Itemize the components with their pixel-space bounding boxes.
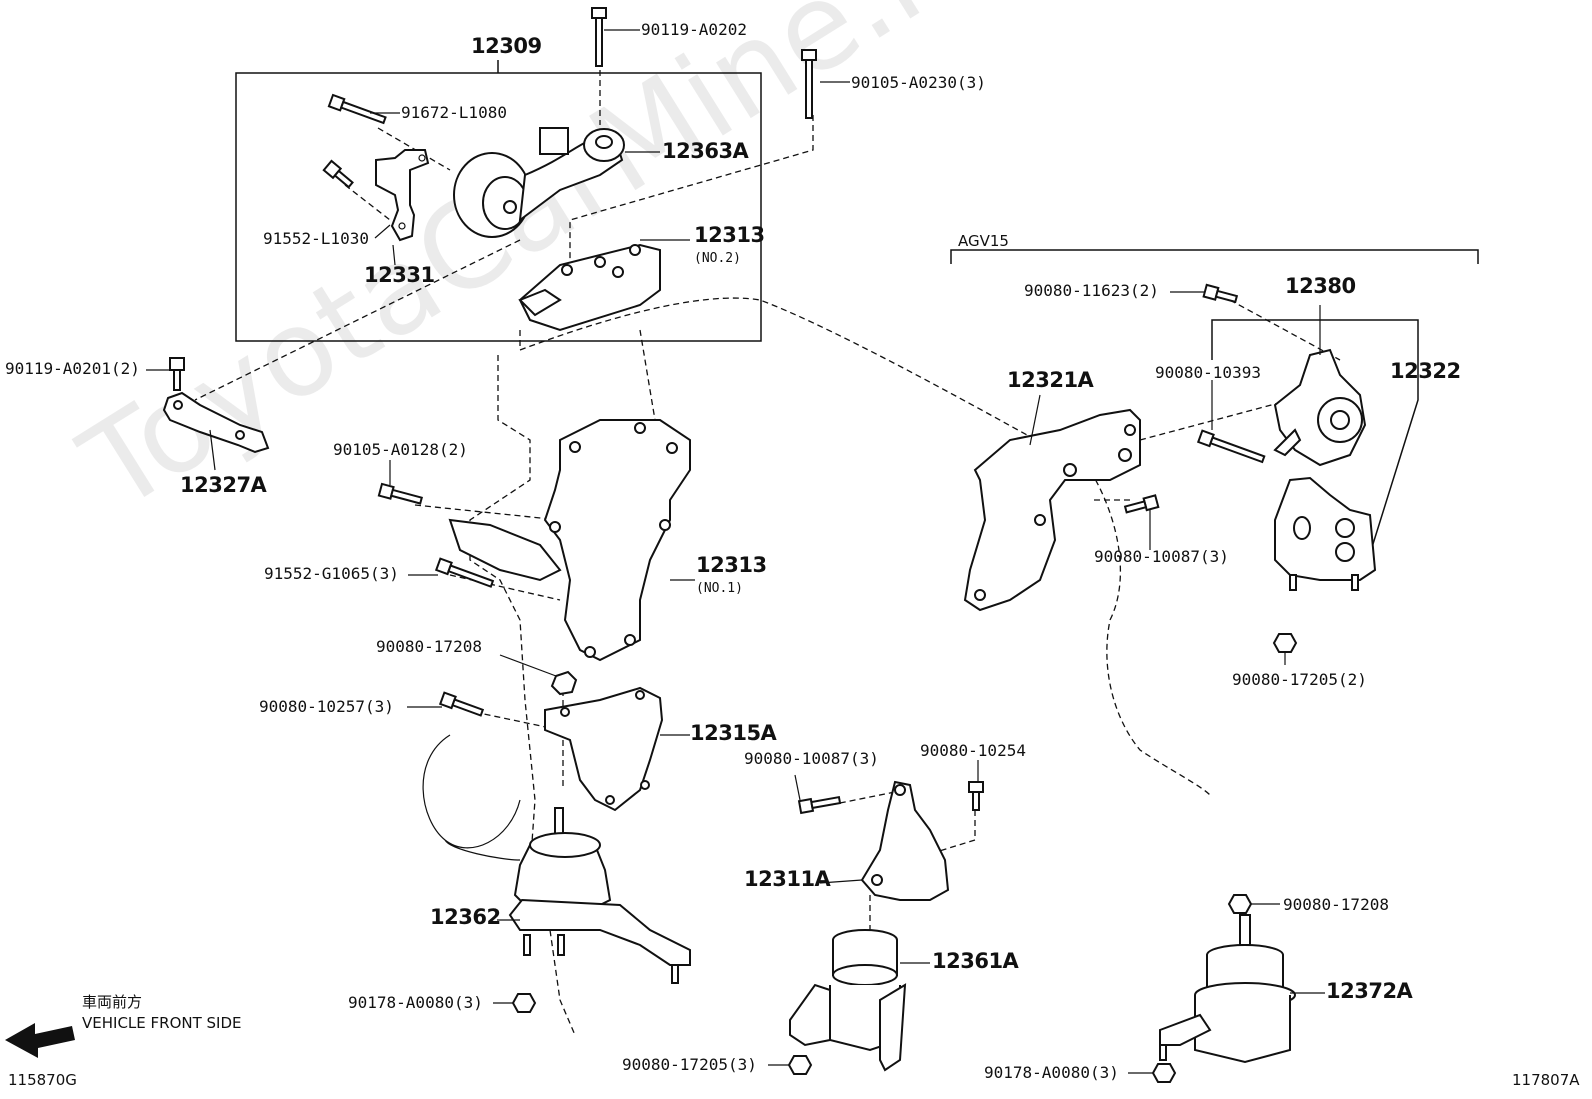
diagram-code-right: 117807A [1512,1071,1580,1089]
bracket-12322 [1274,476,1377,591]
label-12363a[interactable]: 12363A [662,139,749,163]
vehicle-front-arrow [5,1023,75,1058]
nut-90080-17208-a [550,670,578,696]
bracket-12313-no1 [448,419,691,662]
vehicle-front-jp: 車両前方 [82,993,143,1011]
mount-12361a [789,929,907,1072]
label-12322[interactable]: 12322 [1390,359,1461,383]
bolt-90080-11623 [1202,283,1239,304]
label-90080-10087-center[interactable]: 90080-10087(3) [744,749,879,768]
vehicle-front-en: VEHICLE FRONT SIDE [82,1014,242,1032]
agv15-bracket [950,249,1479,264]
bolt-90080-10087-right [1123,494,1160,514]
bracket-12321a [963,408,1141,612]
label-12321a[interactable]: 12321A [1007,368,1094,392]
label-90080-10087-right[interactable]: 90080-10087(3) [1094,547,1229,566]
label-90080-17208-b[interactable]: 90080-17208 [1283,895,1389,914]
bracket-12331 [375,149,430,242]
mount-12362 [508,807,691,984]
label-agv15: AGV15 [958,232,1009,250]
bolt-90080-10393 [1196,429,1266,464]
label-90080-17208-a[interactable]: 90080-17208 [376,637,482,656]
label-91552-l1030[interactable]: 91552-L1030 [263,229,369,248]
label-90178-a0080-left[interactable]: 90178-A0080(3) [348,993,483,1012]
bolt-91672-l1080 [327,93,387,125]
torque-rod-12363a [453,127,625,238]
stay-12327a [162,391,270,454]
label-90080-17205-right[interactable]: 90080-17205(2) [1232,670,1367,689]
nut-90080-17208-b [1227,894,1253,914]
label-12380[interactable]: 12380 [1285,274,1356,298]
label-90080-10257[interactable]: 90080-10257(3) [259,697,394,716]
label-90178-a0080-right[interactable]: 90178-A0080(3) [984,1063,1119,1082]
bracket-12313-no2 [518,243,661,332]
label-90080-10393[interactable]: 90080-10393 [1155,363,1261,382]
label-12331[interactable]: 12331 [364,263,435,287]
label-90080-10254[interactable]: 90080-10254 [920,741,1026,760]
label-91552-g1065[interactable]: 91552-G1065(3) [264,564,399,583]
label-12313-no2[interactable]: 12313 [694,223,765,247]
label-12327a[interactable]: 12327A [180,473,267,497]
label-12311a[interactable]: 12311A [744,867,831,891]
label-12361a[interactable]: 12361A [932,949,1019,973]
bolt-90080-10087-center [797,795,842,815]
bolt-90080-10257 [438,691,485,717]
nut-90080-17205-right [1272,633,1298,653]
label-90105-a0230[interactable]: 90105-A0230(3) [851,73,986,92]
label-no1: (NO.1) [696,581,743,596]
bolt-91552-g1065 [434,557,495,588]
label-91672-l1080[interactable]: 91672-L1080 [401,103,507,122]
label-12362[interactable]: 12362 [430,905,501,929]
label-90080-17205-bottom[interactable]: 90080-17205(3) [622,1055,757,1074]
label-12313-no1[interactable]: 12313 [696,553,767,577]
label-90119-a0202[interactable]: 90119-A0202 [641,20,747,39]
label-12309[interactable]: 12309 [471,34,542,58]
nut-90178-a0080-a [511,993,537,1013]
bolt-90105-a0230 [801,49,817,119]
label-12372a[interactable]: 12372A [1326,979,1413,1003]
bracket-12311a [860,780,950,901]
label-90119-a0201[interactable]: 90119-A0201(2) [5,359,140,378]
bolt-90119-a0201 [169,357,185,391]
insulator-12380 [1273,348,1367,467]
bolt-90080-10254 [968,781,984,811]
label-12315a[interactable]: 12315A [690,721,777,745]
bolt-90105-a0128 [377,482,423,505]
nut-90178-a0080-b [1151,1063,1177,1083]
label-90105-a0128[interactable]: 90105-A0128(2) [333,440,468,459]
label-90080-11623[interactable]: 90080-11623(2) [1024,281,1159,300]
bracket-12315a [544,686,664,812]
bolt-90119-a0202 [591,7,607,67]
diagram-code-left: 115870G [8,1071,77,1089]
nut-90080-17205-b [787,1055,813,1075]
label-no2: (NO.2) [694,251,741,266]
mount-12372a [1159,914,1296,1064]
bolt-91552-l1030 [322,159,354,189]
